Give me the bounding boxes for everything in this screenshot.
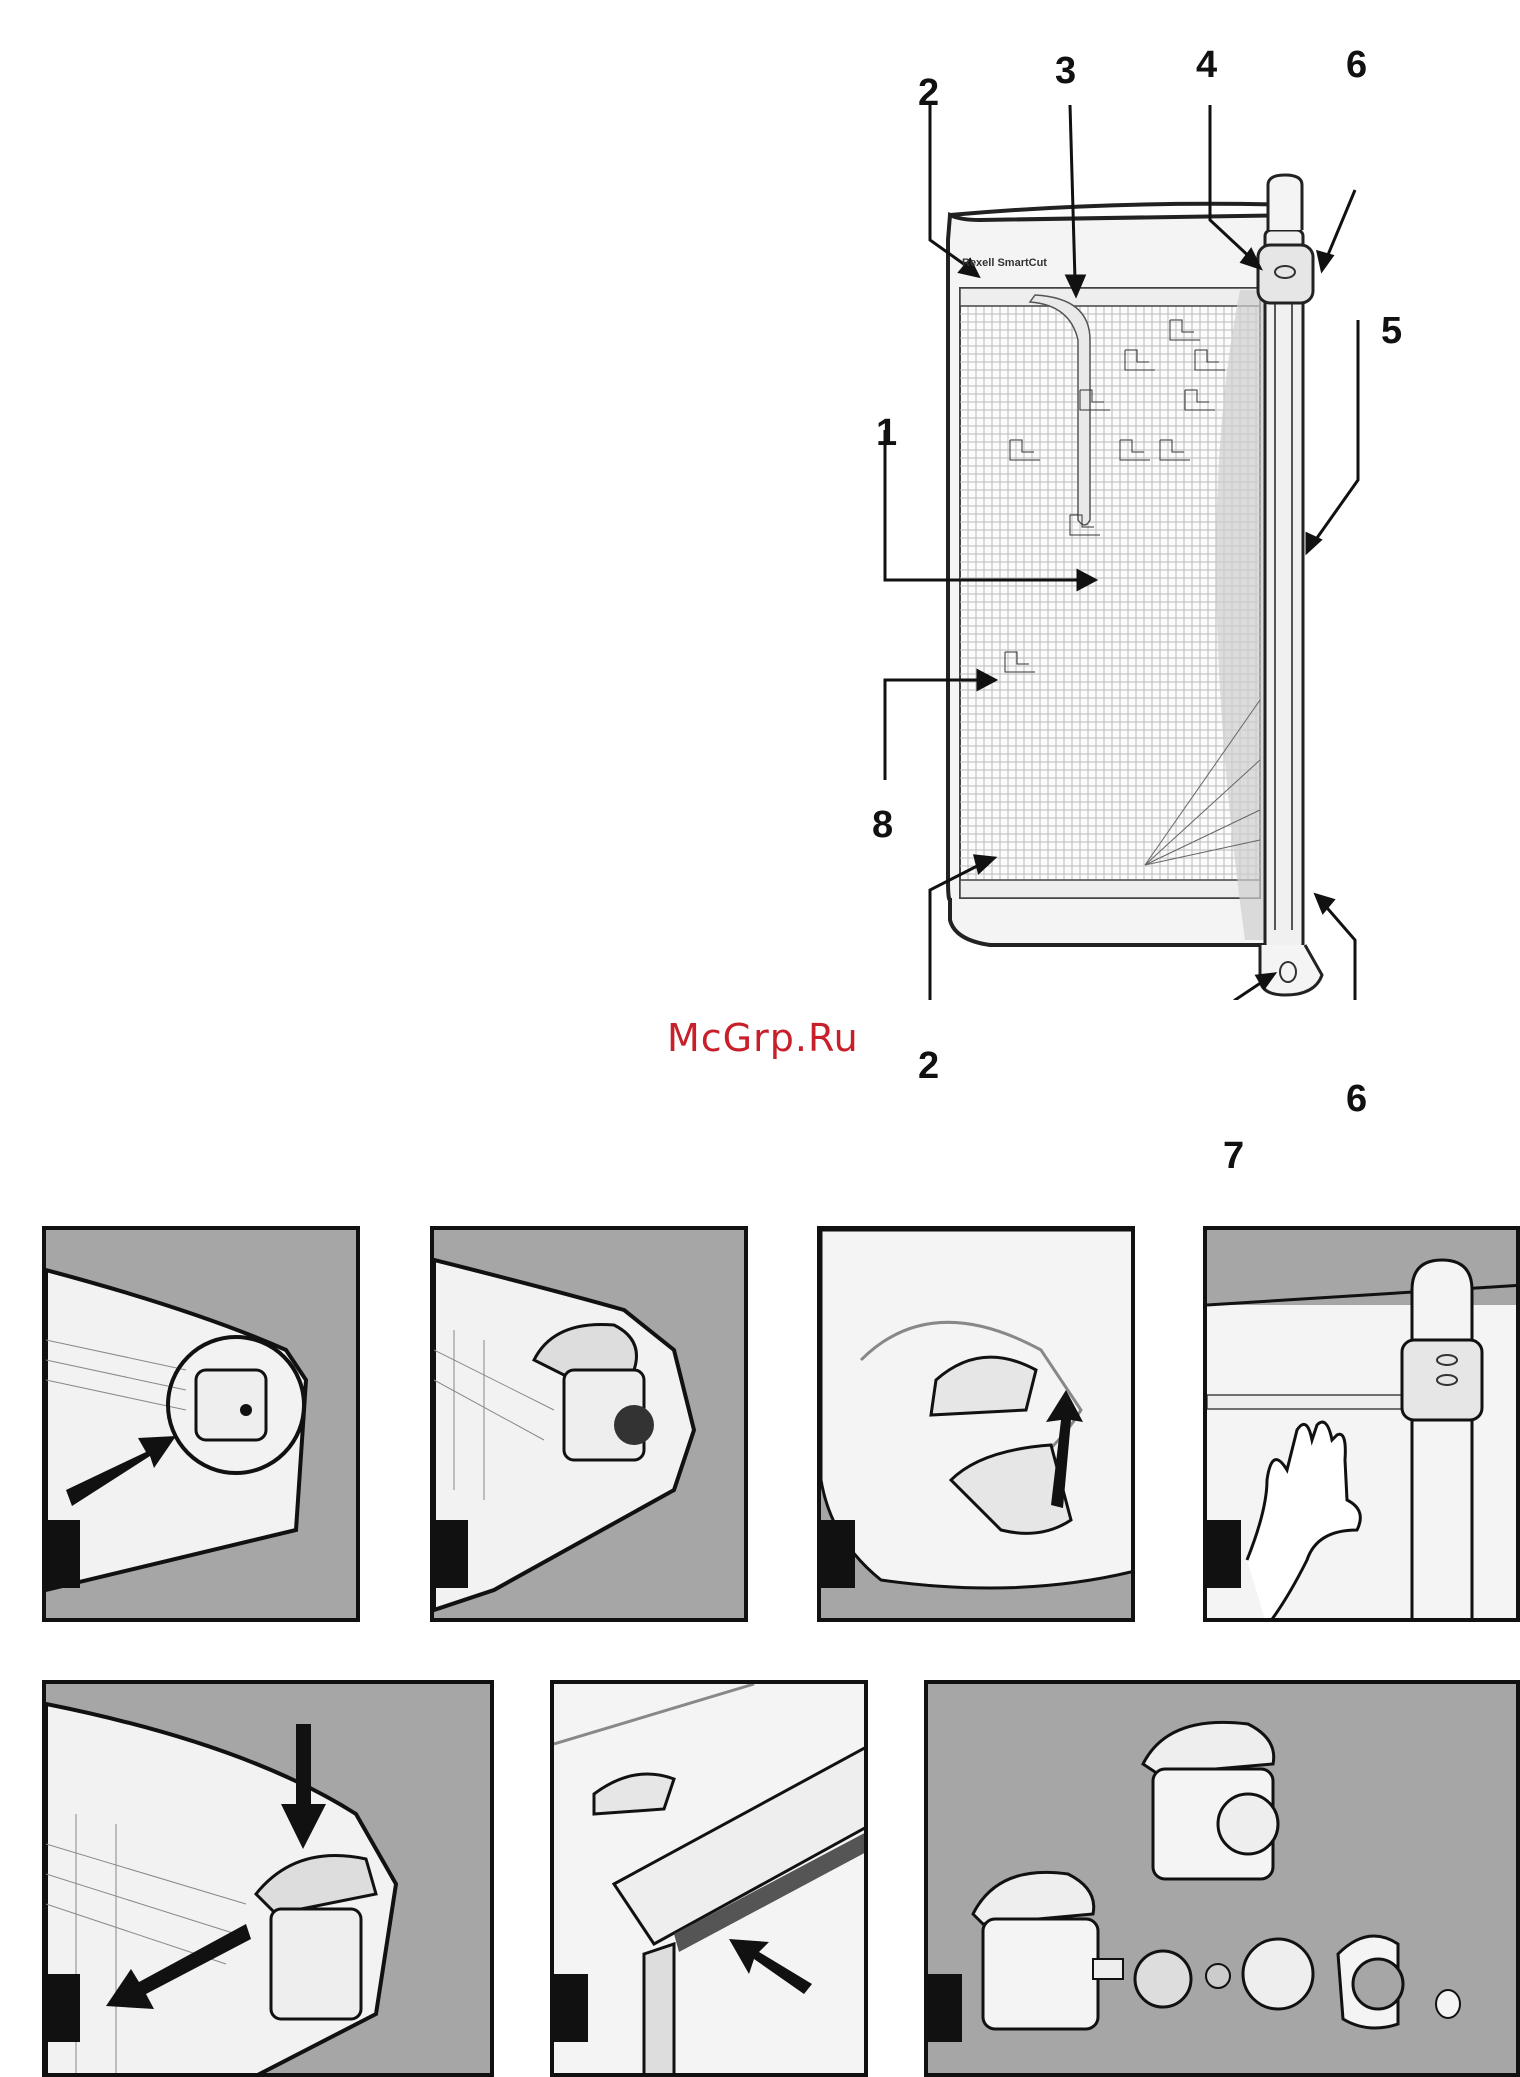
step-panel-1 [42,1226,360,1622]
ruler-bottom [960,880,1260,898]
step-7-illustration [928,1684,1520,2077]
step-panel-5 [42,1680,494,2077]
step-3-illustration [821,1230,1135,1622]
watermark: McGrp.Ru [667,1016,859,1060]
callout-7: 7 [1223,1137,1244,1175]
cutting-head [1258,245,1313,303]
step-4-illustration [1207,1230,1520,1622]
callout-6-bottom: 6 [1346,1080,1367,1118]
step-2-illustration [434,1230,748,1622]
step-panel-3 [817,1226,1135,1622]
step-number-box [924,1974,962,2042]
step-panel-6 [550,1680,868,2077]
ruler-top [960,288,1260,306]
step-number-box [1203,1520,1241,1588]
step-number-box [550,1974,588,2042]
step-number-box [817,1520,855,1588]
callout-4: 4 [1196,46,1217,84]
step-panel-4 [1203,1226,1520,1622]
callout-6-top: 6 [1346,46,1367,84]
callout-1: 1 [876,414,897,452]
step-number-box [430,1520,468,1588]
brand-text: Rexell SmartCut [962,257,1047,269]
paper-trimmer-diagram [860,40,1360,1000]
callout-8: 8 [872,806,893,844]
step-panel-7 [924,1680,1520,2077]
callout-2-bottom: 2 [918,1047,939,1085]
cutting-rail [1265,230,1303,950]
step-panel-2 [430,1226,748,1622]
callout-5: 5 [1381,312,1402,350]
step-6-illustration [554,1684,868,2077]
step-5-illustration [46,1684,494,2077]
callout-3: 3 [1055,52,1076,90]
step-number-box [42,1520,80,1588]
step-number-box [42,1974,80,2042]
callout-2-top: 2 [918,74,939,112]
rail-bottom-cap [1260,945,1322,995]
step-1-illustration [46,1230,360,1622]
cutting-grid [960,288,1260,898]
